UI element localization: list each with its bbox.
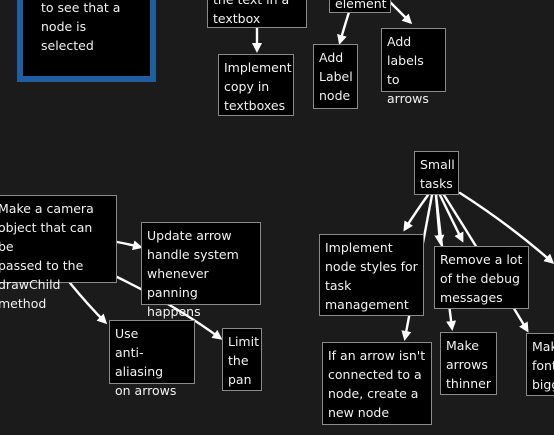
node-camera-object[interactable]: Make a camera object that can be passed … bbox=[0, 195, 117, 311]
node-anti-aliasing[interactable]: Use anti-aliasing on arrows bbox=[109, 320, 195, 398]
node-implement-copy[interactable]: Implement copy in textboxes bbox=[218, 54, 294, 116]
arrow-camera-to-anti-aliasing[interactable] bbox=[68, 281, 108, 325]
arrow-element-to-labels-arrows[interactable] bbox=[388, 0, 413, 25]
node-arrow-not-connected[interactable]: If an arrow isn't connected to a node, c… bbox=[322, 342, 432, 425]
arrow-element-to-label-node[interactable] bbox=[337, 10, 351, 45]
node-element[interactable]: element bbox=[329, 0, 391, 13]
node-update-arrow-handles[interactable]: Update arrow handle system whenever pann… bbox=[141, 222, 261, 319]
arrow-small-tasks-to-remove-debug[interactable] bbox=[434, 193, 445, 245]
arrow-small-tasks-to-remove-debug-right[interactable] bbox=[438, 193, 464, 243]
node-font-bigger[interactable]: Mak font bigg bbox=[526, 333, 554, 396]
node-node-styles[interactable]: Implement node styles for task managemen… bbox=[319, 234, 424, 316]
arrow-camera-to-update-handles[interactable] bbox=[115, 240, 143, 251]
arrow-small-tasks-to-node-styles[interactable] bbox=[403, 193, 430, 232]
node-add-labels-arrows[interactable]: Add labels to arrows bbox=[381, 28, 446, 106]
node-limit-pan[interactable]: Limit the pan bbox=[222, 328, 262, 391]
node-small-tasks[interactable]: Small tasks bbox=[414, 151, 459, 195]
node-arrows-thinner[interactable]: Make arrows thinner bbox=[440, 332, 497, 395]
node-text-in-textbox[interactable]: the text in a textbox bbox=[207, 0, 307, 28]
node-selected-hint[interactable]: to see that a node is selected bbox=[17, 0, 156, 82]
node-add-label[interactable]: Add Label node bbox=[313, 44, 358, 109]
node-remove-debug[interactable]: Remove a lot of the debug messages bbox=[434, 246, 529, 309]
